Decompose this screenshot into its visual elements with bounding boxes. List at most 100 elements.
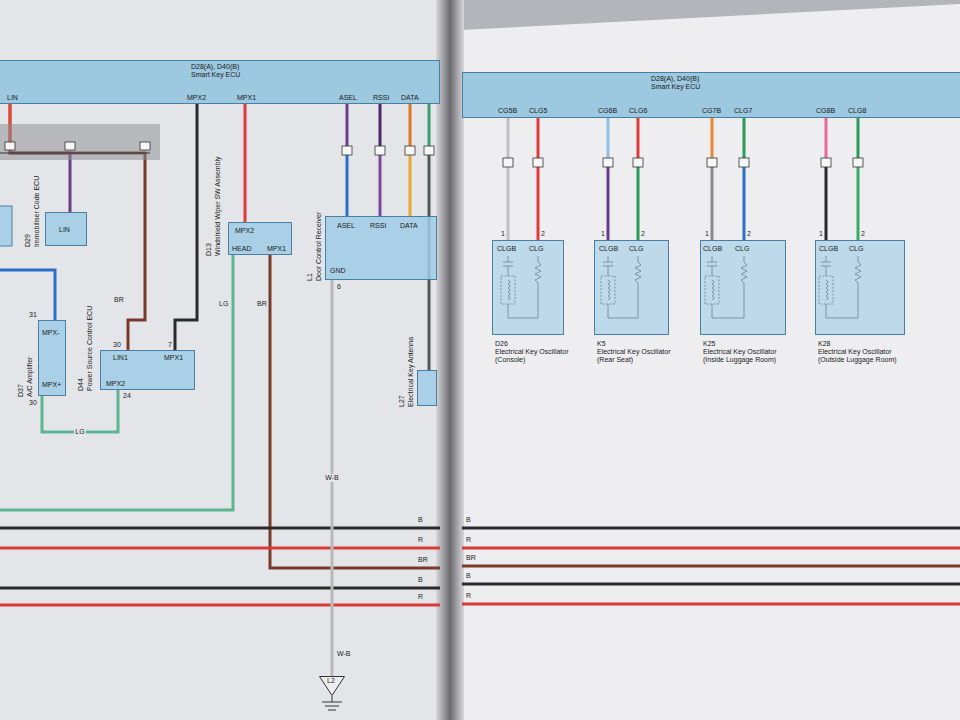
connector-tag bbox=[603, 158, 613, 167]
connector-tag bbox=[739, 158, 749, 167]
component-label: D29 bbox=[24, 234, 32, 247]
page-edge-shadow bbox=[462, 0, 960, 30]
component-label: D44 bbox=[77, 378, 85, 391]
component-label: Electrical Key Oscillator (Rear Seat) bbox=[597, 348, 677, 364]
connector-tag bbox=[140, 142, 150, 150]
component-label: Door Control Receiver bbox=[315, 212, 323, 281]
left-page bbox=[0, 0, 445, 720]
pin-name: K28 bbox=[818, 340, 830, 348]
ecu-band: D28(A), D40(B)Smart Key ECULINMPX2MPX1AS… bbox=[0, 60, 440, 104]
connector-tag bbox=[533, 158, 543, 167]
pin-name: MPX1 bbox=[267, 245, 286, 253]
wire-color-code: R bbox=[466, 536, 471, 544]
wire bbox=[379, 104, 382, 216]
wire bbox=[462, 603, 960, 606]
wire-color-code: R bbox=[418, 593, 423, 601]
component-box: D13Windshield Wiper SW AssemblyMPX2HEADM… bbox=[228, 222, 292, 255]
pin-number: 2 bbox=[541, 230, 545, 238]
ecu-heading: Smart Key ECU bbox=[651, 83, 700, 91]
ecu-heading: D28(A), D40(B) bbox=[651, 75, 699, 83]
pin-name: MPX1 bbox=[237, 94, 256, 102]
gutter bbox=[436, 0, 464, 720]
component-label: Power Source Control ECU bbox=[86, 306, 94, 391]
ecu-band: D28(A), D40(B)Smart Key ECUCG5BCLG5CG6BC… bbox=[462, 72, 960, 118]
wire bbox=[462, 547, 960, 550]
pin-name: D26 bbox=[495, 340, 508, 348]
wire bbox=[743, 118, 746, 240]
component-label: L27 bbox=[398, 395, 406, 407]
pin-name: MPX+ bbox=[42, 381, 61, 389]
component-label: Electrical Key Antenna bbox=[407, 337, 415, 407]
pin-number: 6 bbox=[337, 283, 341, 291]
pin-name: CG6B bbox=[598, 107, 617, 115]
pin-name: K25 bbox=[703, 340, 715, 348]
ecu-heading: Smart Key ECU bbox=[191, 71, 240, 79]
pin-name: CLG bbox=[629, 245, 643, 253]
wire-color-code: BR bbox=[114, 296, 124, 304]
connector-tag bbox=[375, 146, 385, 155]
component-label: D13 bbox=[205, 243, 213, 256]
ground-lines bbox=[322, 696, 342, 710]
connector-tag bbox=[65, 142, 75, 150]
ground-triangle bbox=[320, 677, 345, 696]
component-box: D37A/C AmplifierMPX-MPX+ bbox=[38, 320, 66, 396]
pin-name: RSSI bbox=[370, 222, 386, 230]
connector-tag bbox=[707, 158, 717, 167]
component-box: D29Immobiliser Code ECULIN bbox=[45, 212, 87, 246]
pin-name: MPX2 bbox=[106, 380, 125, 388]
wire bbox=[462, 583, 960, 586]
component-label: Windshield Wiper SW Assembly bbox=[214, 156, 222, 256]
connector-tag bbox=[5, 142, 15, 150]
wire bbox=[0, 587, 440, 590]
pin-name: HEAD bbox=[232, 245, 251, 253]
component-label: Electrical Key Oscillator (Inside Luggag… bbox=[703, 348, 789, 364]
pin-name: CG8B bbox=[816, 107, 835, 115]
wire bbox=[0, 547, 440, 550]
wire-color-code: B bbox=[418, 576, 423, 584]
connector-tag bbox=[405, 146, 415, 155]
pin-number: 30 bbox=[29, 399, 37, 407]
connector-tag bbox=[5, 142, 863, 167]
connector-tag bbox=[821, 158, 831, 167]
pin-name: CLG5 bbox=[529, 107, 547, 115]
wire bbox=[244, 104, 247, 222]
component-label: L1 bbox=[306, 273, 314, 281]
oscillator-box: K25Electrical Key Oscillator (Inside Lug… bbox=[700, 240, 786, 335]
pin-name: RSSI bbox=[373, 94, 389, 102]
pin-name: K5 bbox=[597, 340, 606, 348]
component-box: D44Power Source Control ECULIN1MPX1MPX2 bbox=[100, 350, 195, 390]
wire bbox=[346, 104, 349, 216]
pin-number: 1 bbox=[601, 230, 605, 238]
oscillator-box: K28Electrical Key Oscillator (Outside Lu… bbox=[815, 240, 905, 335]
component-label: Electrical Key Oscillator (Outside Lugga… bbox=[818, 348, 908, 364]
wire-color-code: B bbox=[466, 516, 471, 524]
ecu-heading: D28(A), D40(B) bbox=[191, 63, 239, 71]
wire bbox=[462, 527, 960, 530]
wire-color-code: B bbox=[466, 572, 471, 580]
ground-lines bbox=[332, 696, 333, 702]
pin-number: 2 bbox=[747, 230, 751, 238]
pin-number: 2 bbox=[861, 230, 865, 238]
pin-number: 30 bbox=[113, 341, 121, 349]
component-label: A/C Amplifier bbox=[26, 357, 34, 397]
pin-name: CLG8 bbox=[848, 107, 866, 115]
wire bbox=[537, 118, 540, 240]
pin-name: LIN1 bbox=[113, 354, 128, 362]
pin-name: LIN bbox=[7, 94, 18, 102]
pin-name: CLG6 bbox=[629, 107, 647, 115]
component-box: L27Electrical Key Antenna bbox=[417, 370, 437, 406]
wire bbox=[637, 118, 640, 240]
wire-color-code: LG bbox=[74, 428, 85, 436]
wire-color-code: LG bbox=[219, 300, 228, 308]
wire-color-code: BR bbox=[257, 300, 267, 308]
wire bbox=[711, 118, 714, 240]
pin-name: ASEL bbox=[337, 222, 355, 230]
pin-name: CLG7 bbox=[734, 107, 752, 115]
wire bbox=[507, 118, 510, 240]
junction-connector bbox=[0, 124, 160, 160]
pin-number: 2 bbox=[641, 230, 645, 238]
pin-number: 1 bbox=[501, 230, 505, 238]
pin-name: LIN bbox=[59, 226, 70, 234]
